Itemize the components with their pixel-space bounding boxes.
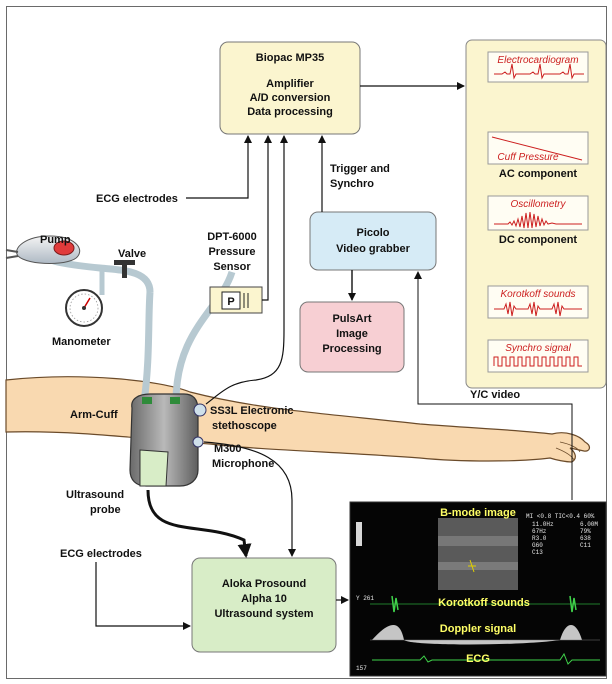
korotkoff-label: Korotkoff sounds (500, 289, 575, 300)
ac-component-label: AC component (499, 168, 578, 180)
biopac-title: Biopac MP35 (256, 52, 324, 64)
pressure-sensor-label-3: Sensor (213, 261, 251, 273)
stethoscope-to-biopac-arrow (205, 135, 288, 405)
sensor-to-biopac-arrow (262, 135, 272, 301)
readout-depth: 6.00M (580, 521, 598, 528)
pulsart-line-processing: Processing (322, 343, 381, 355)
biopac-line-processing: Data processing (247, 106, 333, 118)
readout-c11: C11 (580, 542, 591, 549)
dc-component-label: DC component (499, 234, 578, 246)
pressure-sensor-label-1: DPT-6000 (207, 231, 257, 243)
trigger-label-1: Trigger and (330, 163, 390, 175)
pulsart-line-image: Image (336, 328, 368, 340)
microphone-label-2: Microphone (212, 458, 274, 470)
trigger-label-2: Synchro (330, 178, 374, 190)
arm-cuff-label: Arm-Cuff (70, 409, 118, 421)
grayscale-bar (356, 522, 362, 546)
readout-638: 638 (580, 535, 591, 542)
manometer-gauge-icon (65, 289, 103, 327)
screen-korotkoff-label: Korotkoff sounds (438, 597, 530, 609)
synchro-label: Synchro signal (505, 343, 571, 354)
stethoscope-label-1: SS3L Electronic (210, 405, 294, 417)
doppler-waveform (372, 625, 582, 645)
pulsart-box: PulsArt Image Processing (299, 301, 405, 373)
picolo-title: Picolo (356, 227, 389, 239)
ultrasound-screen: B-mode image MI <0.8 TIC<0.4 60% 11.0Hz … (349, 501, 607, 677)
microphone-to-aloka-arrow (203, 441, 296, 557)
pulsart-title: PulsArt (332, 313, 371, 325)
arm-cuff-device (129, 393, 199, 487)
aloka-line-alpha: Alpha 10 (241, 593, 287, 605)
bmode-image-area (438, 518, 518, 590)
readout-g: G60 (532, 542, 543, 549)
ecg-top-arrow (186, 135, 252, 199)
sensor-letter: P (227, 296, 234, 308)
microphone-icon (192, 436, 204, 448)
biopac-box: Biopac MP35 Amplifier A/D conversion Dat… (219, 41, 361, 135)
probe-to-aloka-arrow (146, 489, 252, 558)
readout-157: 157 (356, 665, 367, 672)
valve-label: Valve (118, 248, 146, 260)
ecg-trace (494, 63, 584, 80)
ecg-electrodes-top-label: ECG electrodes (96, 193, 178, 205)
readout-c: C13 (532, 549, 543, 556)
pump-label: Pump (40, 234, 71, 246)
screen-doppler-label: Doppler signal (440, 623, 516, 635)
synchro-trace (493, 356, 582, 367)
microphone-label-1: M300 (214, 443, 242, 455)
stethoscope-icon (193, 403, 207, 417)
readout-y: Y 261 (356, 595, 374, 602)
picolo-subtitle: Video grabber (336, 243, 410, 255)
ecg-electrodes-bottom-label: ECG electrodes (60, 548, 142, 560)
oscillometry-label: Oscillometry (510, 199, 566, 210)
oscillometry-trace (494, 211, 582, 229)
readout-r: R3.0 (532, 535, 547, 542)
pump-bulb-icon (5, 235, 81, 264)
cuff-pressure-trace (491, 136, 583, 161)
manometer-label: Manometer (52, 336, 111, 348)
biopac-line-amplifier: Amplifier (266, 78, 314, 90)
readout-gain: 79% (580, 528, 591, 535)
korotkoff-trace (494, 301, 582, 317)
picolo-box: Picolo Video grabber (309, 211, 437, 271)
pressure-sensor-label-2: Pressure (208, 246, 255, 258)
cuff-tube-left (140, 291, 154, 403)
biopac-line-ad: A/D conversion (250, 92, 331, 104)
valve-icon (114, 260, 135, 278)
aloka-line-system: Ultrasound system (214, 608, 313, 620)
ecg-bottom-arrow (95, 562, 191, 630)
readout-mi: MI <0.8 TIC<0.4 60% (526, 513, 595, 520)
screen-ecg-trace (372, 652, 600, 665)
aloka-box: Aloka Prosound Alpha 10 Ultrasound syste… (191, 557, 337, 653)
yc-video-label: Y/C video (470, 389, 520, 401)
bmode-label: B-mode image (440, 507, 516, 519)
screen-ecg-label: ECG (466, 653, 490, 665)
stethoscope-label-2: stethoscope (212, 420, 277, 432)
pressure-sensor-icon: P (209, 286, 263, 314)
oscillometry-card: Oscillometry (487, 195, 589, 231)
synchro-card: Synchro signal (487, 339, 589, 373)
cuff-pressure-label: Cuff Pressure (497, 152, 559, 163)
cuff-tube-right (172, 270, 236, 403)
ecg-signal-card: Electrocardiogram (487, 51, 589, 83)
aloka-title: Aloka Prosound (222, 578, 306, 590)
korotkoff-screen-trace (391, 595, 577, 613)
probe-label-1: Ultrasound (66, 489, 124, 501)
ecg-signal-label: Electrocardiogram (497, 55, 578, 66)
cuff-pressure-card: Cuff Pressure (487, 131, 589, 165)
readout-prf: 67Hz (532, 528, 547, 535)
probe-label-2: probe (90, 504, 121, 516)
korotkoff-card: Korotkoff sounds (487, 285, 589, 319)
yc-video-arrow (414, 271, 573, 500)
readout-freq: 11.0Hz (532, 521, 554, 528)
